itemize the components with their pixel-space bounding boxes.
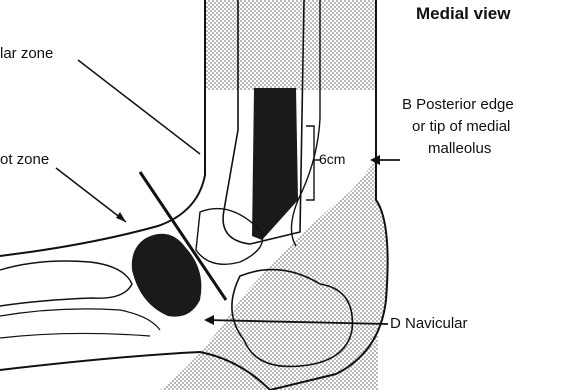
zone-top-label: lar zone: [0, 44, 53, 64]
zone-top-leader: [78, 60, 200, 154]
leg-outline: [0, 0, 205, 256]
measure-label: 6cm: [319, 149, 345, 169]
zone-mid-leader: [56, 168, 126, 222]
heel-stipple-base: [226, 330, 378, 390]
navicular-arrowhead: [204, 315, 214, 325]
posterior-edge-line-2: or tip of medial: [402, 116, 514, 138]
tibia-dark-zone: [252, 88, 298, 240]
posterior-edge-line-3: malleolus: [402, 138, 514, 160]
zone-mid-arrowhead: [116, 212, 126, 222]
posterior-edge-line-1: B Posterior edge: [402, 94, 514, 116]
forefoot-bones: [0, 261, 132, 306]
posterior-edge-label: B Posterior edge or tip of medial malleo…: [402, 94, 514, 160]
metatarsal-lines: [0, 309, 160, 338]
view-title: Medial view: [416, 4, 510, 24]
navicular-label: D Navicular: [390, 314, 468, 334]
zone-mid-label: ot zone: [0, 150, 49, 170]
upper-stipple-zone: [205, 0, 376, 90]
